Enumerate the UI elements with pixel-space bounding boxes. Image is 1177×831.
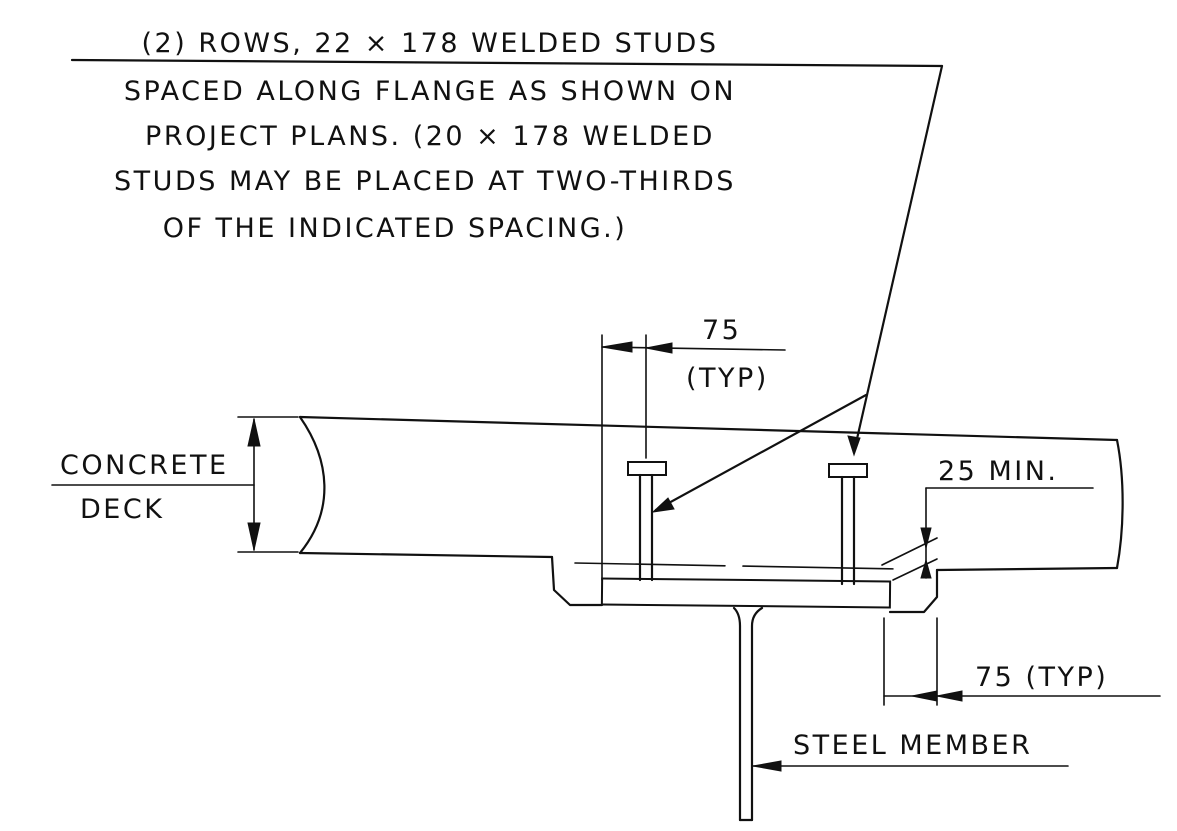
steel-member-arrow (752, 760, 782, 772)
concrete-deck-label-line-2: DECK (80, 494, 164, 525)
cover-arrow-down (920, 527, 932, 549)
stud-left-head (627, 461, 667, 476)
deck-left-break-line (298, 415, 326, 555)
note-underline (70, 58, 944, 68)
deck-top-edge (298, 415, 1119, 442)
cover-extension-lower (892, 558, 938, 581)
deck-thickness-arrow-bottom (247, 522, 261, 551)
cover-extension-upper (881, 537, 938, 566)
note-line-1: (2) ROWS, 22 × 178 WELDED STUDS (142, 28, 719, 59)
note-line-2: SPACED ALONG FLANGE AS SHOWN ON (124, 76, 736, 107)
spacing-arrow-right (645, 342, 673, 354)
deck-bottom-right (935, 566, 1119, 572)
deck-haunch-right (888, 568, 939, 614)
deck-thickness-arrow-top (247, 418, 261, 447)
deck-thickness-dimension: CONCRETE DECK (51, 416, 299, 553)
stud-spacing-dimension: 75 (TYP) (601, 315, 786, 581)
stud-left (627, 461, 667, 582)
edge-distance-label: 75 (TYP) (975, 662, 1108, 693)
stud-right-head (828, 463, 868, 478)
stud-right (828, 463, 868, 586)
edge-arrow-left (911, 690, 938, 702)
steel-member-label-group: STEEL MEMBER (751, 730, 1069, 772)
edge-arrow-right (936, 690, 963, 702)
flange-top-hidden-line (574, 562, 901, 570)
leader-arrowhead-left-stud (651, 497, 675, 513)
general-note: (2) ROWS, 22 × 178 WELDED STUDS SPACED A… (70, 28, 944, 244)
concrete-deck (298, 415, 1124, 614)
note-leaders (651, 64, 944, 513)
web-right (750, 606, 764, 822)
cover-min-label: 25 MIN. (938, 456, 1058, 487)
note-line-3: PROJECT PLANS. (20 × 178 WELDED (145, 121, 715, 152)
note-line-4: STUDS MAY BE PLACED AT TWO-THIRDS (114, 166, 736, 197)
leader-arrowhead-right-stud (847, 435, 861, 457)
concrete-deck-label-line-1: CONCRETE (60, 450, 229, 481)
leader-branch-to-left-stud (654, 393, 868, 512)
steel-member (600, 577, 892, 822)
deck-right-break-line (1115, 438, 1124, 570)
steel-member-label: STEEL MEMBER (793, 730, 1032, 761)
top-flange (600, 577, 892, 609)
welded-studs (627, 461, 868, 586)
edge-distance-dimension: 75 (TYP) (883, 617, 1161, 706)
cover-arrow-up (920, 558, 932, 579)
deck-bottom-left (298, 551, 554, 559)
spacing-arrow-left (601, 341, 633, 353)
cover-min-dimension: 25 MIN. (881, 456, 1094, 581)
stud-spacing-note: (TYP) (686, 363, 769, 394)
deck-haunch-left (550, 555, 604, 607)
leader-to-right-stud (852, 64, 944, 454)
note-line-5: OF THE INDICATED SPACING.) (163, 213, 628, 244)
web-left (732, 606, 742, 822)
stud-spacing-value: 75 (702, 315, 741, 346)
